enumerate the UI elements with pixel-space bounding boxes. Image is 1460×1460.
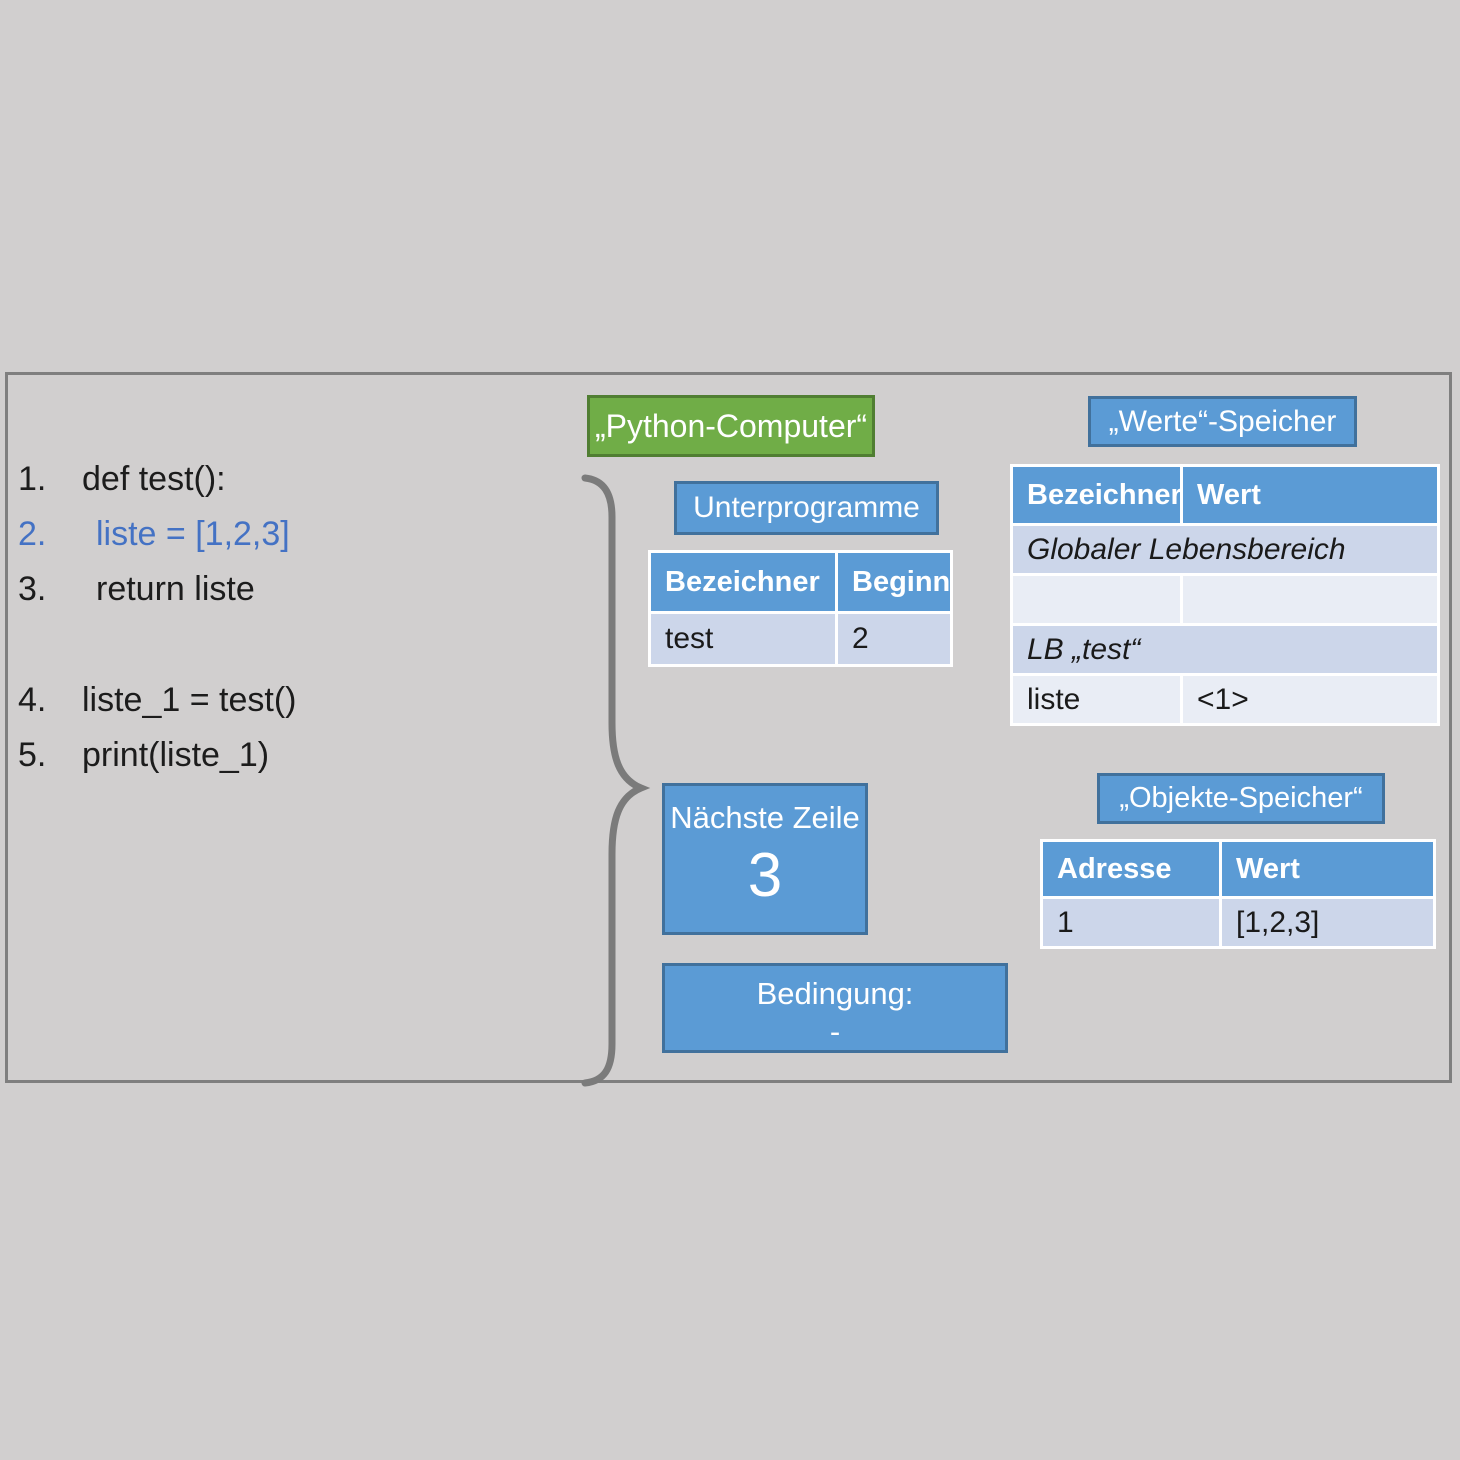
code-line-text: liste = [1,2,3] [96,515,290,553]
table-header-cell: Bezeichner [1013,467,1182,523]
code-line-number: 4. [18,681,47,719]
code-line-number: 3. [18,570,47,608]
unterprogramme-table: Bezeichner Beginn test 2 [648,550,953,667]
unterprogramme-title: Unterprogramme [674,481,939,535]
code-line-text: print(liste_1) [82,736,270,774]
python-computer-title: „Python-Computer“ [587,395,875,457]
werte-speicher-title-label: „Werte“-Speicher [1108,404,1337,438]
code-line-number: 2. [18,515,47,553]
code-line: 5. print(liste_1) [18,736,269,784]
curly-brace [581,474,651,1087]
table-header-cell: Wert [1222,842,1433,896]
table-cell: <1> [1183,676,1437,723]
objekte-speicher-title-label: „Objekte-Speicher“ [1119,782,1363,814]
code-line: 4. liste_1 = test() [18,681,296,729]
bedingung-box: Bedingung: - [662,963,1008,1053]
naechste-zeile-box: Nächste Zeile 3 [662,783,868,935]
table-cell: 1 [1043,899,1219,946]
code-line-number: 1. [18,460,47,498]
table-cell: 2 [838,614,950,664]
code-line: 3. return liste [18,570,255,618]
code-line-text: def test(): [82,460,226,498]
unterprogramme-title-label: Unterprogramme [693,491,920,524]
table-cell: liste [1013,676,1180,723]
table-cell: [1,2,3] [1222,899,1433,946]
bedingung-value: - [829,1014,841,1049]
table-header-cell: Bezeichner [651,553,835,611]
diagram-frame [5,372,1452,1083]
table-cell-empty [1183,576,1437,623]
code-line-text: liste_1 = test() [82,681,297,719]
bedingung-label: Bedingung: [756,976,914,1011]
objekte-speicher-title: „Objekte-Speicher“ [1097,773,1385,824]
code-line-highlighted: 2. liste = [1,2,3] [18,515,290,563]
werte-speicher-table: Bezeichner Wert Globaler Lebensbereich L… [1010,464,1440,726]
werte-speicher-title: „Werte“-Speicher [1088,396,1357,447]
code-line: 1. def test(): [18,460,226,508]
scope-row-global: Globaler Lebensbereich [1013,526,1437,573]
table-cell-empty [1013,576,1180,623]
naechste-zeile-label: Nächste Zeile [670,800,860,835]
table-header-cell: Wert [1183,467,1437,523]
scope-row-lb-test: LB „test“ [1013,626,1437,673]
table-header-cell: Beginn [838,553,950,611]
code-line-text: return liste [96,570,255,608]
objekte-speicher-table: Adresse Wert 1 [1,2,3] [1040,839,1436,949]
python-computer-title-label: „Python-Computer“ [594,407,868,444]
table-header-cell: Adresse [1043,842,1219,896]
table-cell: test [651,614,835,664]
code-line-number: 5. [18,736,47,774]
naechste-zeile-value: 3 [747,841,783,910]
